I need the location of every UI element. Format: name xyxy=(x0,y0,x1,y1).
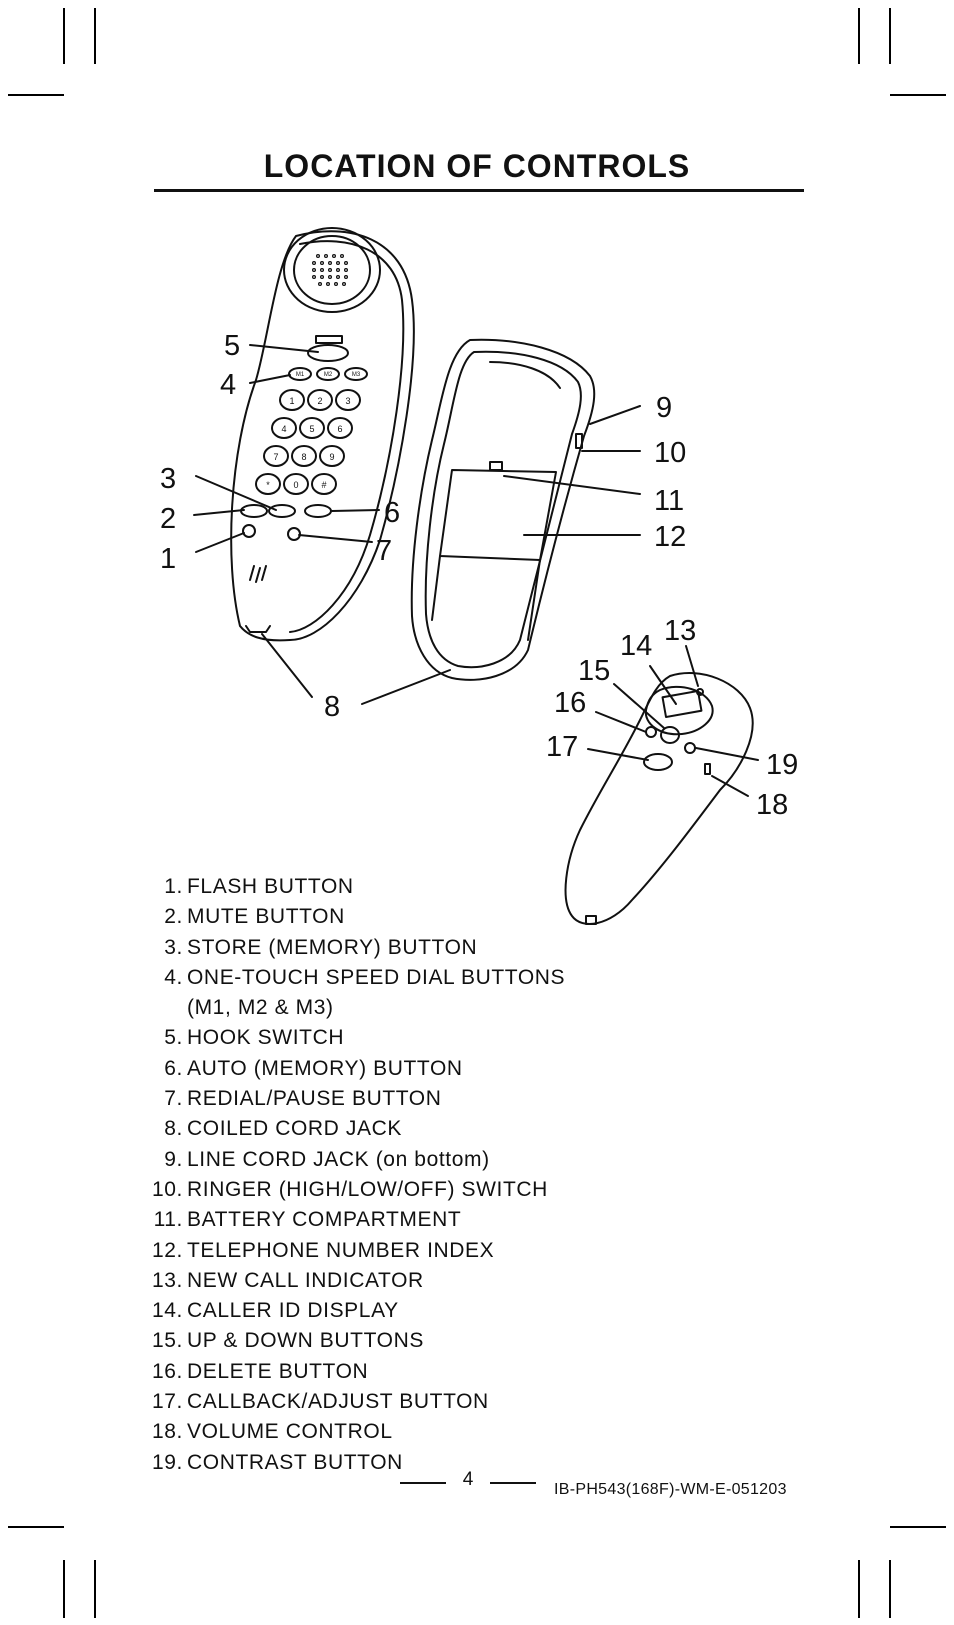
callout-6: 6 xyxy=(384,497,400,529)
key-0-label: 0 xyxy=(293,480,298,490)
key-5-label: 5 xyxy=(309,424,314,434)
callout-11: 11 xyxy=(654,485,684,517)
callout-17: 17 xyxy=(546,731,578,763)
legend-item: 2.MUTE BUTTON xyxy=(164,905,345,929)
legend-item: 8.COILED CORD JACK xyxy=(164,1117,402,1141)
legend-item: 5.HOOK SWITCH xyxy=(164,1026,345,1050)
legend-item: 13.NEW CALL INDICATOR xyxy=(152,1268,424,1292)
callout-10: 10 xyxy=(654,437,686,469)
key-1-label: 1 xyxy=(289,396,294,406)
auto-button-shape xyxy=(304,504,332,518)
callout-12: 12 xyxy=(654,521,686,553)
legend-item: 9.LINE CORD JACK (on bottom) xyxy=(164,1147,490,1171)
legend-item: 6.AUTO (MEMORY) BUTTON xyxy=(164,1056,463,1080)
battery-compartment-shape xyxy=(439,469,557,561)
handset-jack-shape xyxy=(585,915,597,925)
delete-button-shape xyxy=(645,726,657,738)
key-m3-label: M3 xyxy=(352,372,361,378)
key-9-label: 9 xyxy=(329,452,334,462)
callout-13: 13 xyxy=(664,615,696,647)
page-number: 4 xyxy=(400,1468,536,1492)
key-6-label: 6 xyxy=(337,424,342,434)
cord-jack xyxy=(245,625,271,633)
legend-item: 14.CALLER ID DISPLAY xyxy=(152,1299,399,1323)
callout-3: 3 xyxy=(160,463,176,495)
callout-19: 19 xyxy=(766,749,798,781)
key-4-label: 4 xyxy=(281,424,286,434)
legend-item: 3.STORE (MEMORY) BUTTON xyxy=(164,935,478,959)
legend-item: 11.BATTERY COMPARTMENT xyxy=(153,1208,462,1232)
callout-8: 8 xyxy=(324,691,340,723)
legend-item: 17.CALLBACK/ADJUST BUTTON xyxy=(152,1390,489,1414)
new-call-indicator-shape xyxy=(696,688,704,696)
legend-item-continuation: (M1, M2 & M3) xyxy=(187,996,334,1020)
key-2-label: 2 xyxy=(317,396,322,406)
callout-18: 18 xyxy=(756,789,788,821)
page-number-dash-left xyxy=(400,1482,446,1484)
legend-item: 16.DELETE BUTTON xyxy=(152,1359,369,1383)
key-star-label: * xyxy=(266,480,270,490)
legend-item: 12.TELEPHONE NUMBER INDEX xyxy=(152,1238,495,1262)
legend-item: 4.ONE-TOUCH SPEED DIAL BUTTONS(M1, M2 & … xyxy=(148,963,565,1024)
base-illustration xyxy=(410,338,596,681)
store-button-shape xyxy=(268,504,296,518)
keypad xyxy=(255,389,361,495)
legend-item: 1.FLASH BUTTON xyxy=(164,875,354,898)
keypad-labels: M1 M2 M3 1 2 3 4 5 6 7 8 9 * 0 # xyxy=(266,372,361,490)
callout-4: 4 xyxy=(220,369,236,401)
legend-item: 7.REDIAL/PAUSE BUTTON xyxy=(164,1087,442,1111)
ringer-switch-shape xyxy=(575,433,583,449)
key-8-label: 8 xyxy=(301,452,306,462)
callout-7: 7 xyxy=(376,535,392,567)
controls-legend: 1.FLASH BUTTON 2.MUTE BUTTON 3.STORE (ME… xyxy=(148,872,565,1478)
title-underline xyxy=(154,189,804,192)
caller-id-handset-illustration xyxy=(564,672,754,925)
legend-item: 18.VOLUME CONTROL xyxy=(152,1420,393,1444)
hook-switch-button xyxy=(307,344,349,362)
speed-dial-m2 xyxy=(316,367,340,381)
legend-item: 10.RINGER (HIGH/LOW/OFF) SWITCH xyxy=(152,1177,548,1201)
hook-switch-slot xyxy=(315,335,343,344)
leader-lines xyxy=(193,344,759,797)
callback-button-shape xyxy=(643,753,673,771)
page-number-text: 4 xyxy=(462,1469,474,1490)
speaker-grille xyxy=(312,254,349,287)
flash-button-shape xyxy=(242,524,256,538)
contrast-button-shape xyxy=(684,742,696,754)
callout-numbers: 5 4 3 2 1 6 7 8 9 10 11 12 13 14 15 16 1… xyxy=(160,330,798,821)
callout-15: 15 xyxy=(578,655,610,687)
callout-16: 16 xyxy=(554,687,586,719)
key-hash-label: # xyxy=(321,480,326,490)
callout-1: 1 xyxy=(160,543,176,575)
callout-9: 9 xyxy=(656,392,672,424)
caller-id-display-shape xyxy=(661,690,703,718)
redial-button-shape xyxy=(287,527,301,541)
mute-button-shape xyxy=(240,504,268,518)
key-m2-label: M2 xyxy=(324,372,333,378)
speed-dial-m1 xyxy=(288,367,312,381)
document-code: IB-PH543(168F)-WM-E-051203 xyxy=(554,1481,787,1498)
legend-item: 15.UP & DOWN BUTTONS xyxy=(152,1329,424,1353)
battery-latch xyxy=(489,461,503,471)
up-down-buttons-shape xyxy=(660,726,680,744)
callout-14: 14 xyxy=(620,630,652,662)
key-m1-label: M1 xyxy=(296,372,305,378)
speed-dial-m3 xyxy=(344,367,368,381)
key-7-label: 7 xyxy=(273,452,278,462)
callout-2: 2 xyxy=(160,503,176,535)
legend-item: 19.CONTRAST BUTTON xyxy=(152,1450,403,1474)
page-number-dash-right xyxy=(490,1482,536,1484)
handset-illustration xyxy=(230,227,415,642)
callout-5: 5 xyxy=(224,330,240,362)
page-title: LOCATION OF CONTROLS xyxy=(263,148,691,184)
volume-control-shape xyxy=(704,763,711,775)
key-3-label: 3 xyxy=(345,396,350,406)
microphone-slots xyxy=(249,565,267,583)
